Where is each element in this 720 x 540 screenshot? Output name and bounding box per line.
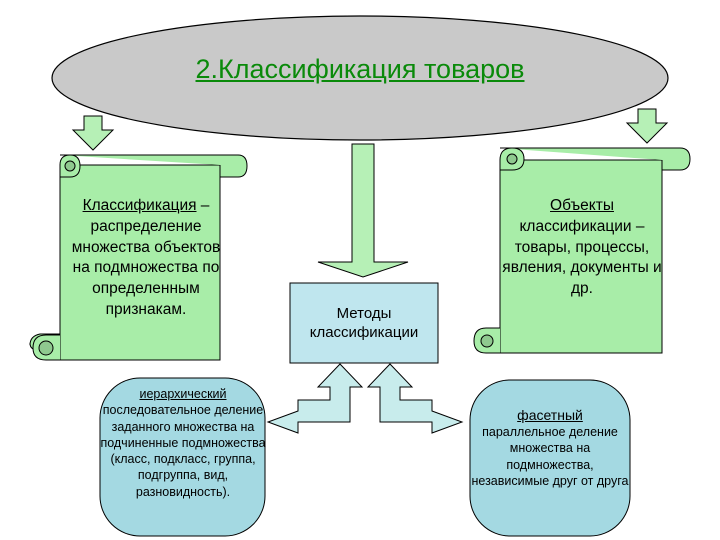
- classification-objects: Объекты классификации – товары, процессы…: [502, 196, 662, 300]
- page-title: 2.Классификация товаров: [195, 54, 525, 84]
- faceted-oval: [469, 379, 631, 537]
- left-down-arrow: [71, 115, 115, 151]
- methods-box: [289, 282, 439, 364]
- hierarchical-method: иерархический последовательное деление з…: [100, 386, 266, 500]
- objects-text: классификации – товары, процессы, явлени…: [502, 217, 662, 298]
- faceted-term: фасетный: [517, 407, 583, 423]
- classification-definition-text: – распределение множества объектов на по…: [71, 197, 221, 318]
- faceted-text: параллельное деление множества на подмно…: [471, 425, 629, 488]
- left-bent-arrow: [266, 363, 364, 434]
- title-ellipse: [51, 15, 669, 141]
- classification-definition: Классификация – распределение множества …: [62, 196, 230, 321]
- methods-line-2: классификации: [309, 324, 419, 341]
- center-down-arrow: [317, 143, 409, 278]
- classification-term: Классификация: [82, 197, 197, 214]
- objects-term: Объекты: [550, 197, 614, 214]
- left-scroll: [29, 154, 248, 361]
- right-down-arrow: [625, 108, 669, 144]
- faceted-method: фасетный параллельное деление множества …: [470, 406, 630, 489]
- right-bent-arrow: [366, 363, 464, 434]
- methods-label: Методы классификации: [290, 283, 438, 363]
- hierarchical-text: последовательное деление заданного множе…: [100, 403, 266, 499]
- hierarchical-oval: [99, 377, 266, 537]
- right-scroll: [473, 147, 691, 354]
- methods-line-1: Методы: [336, 304, 392, 322]
- hierarchical-term: иерархический: [139, 387, 227, 401]
